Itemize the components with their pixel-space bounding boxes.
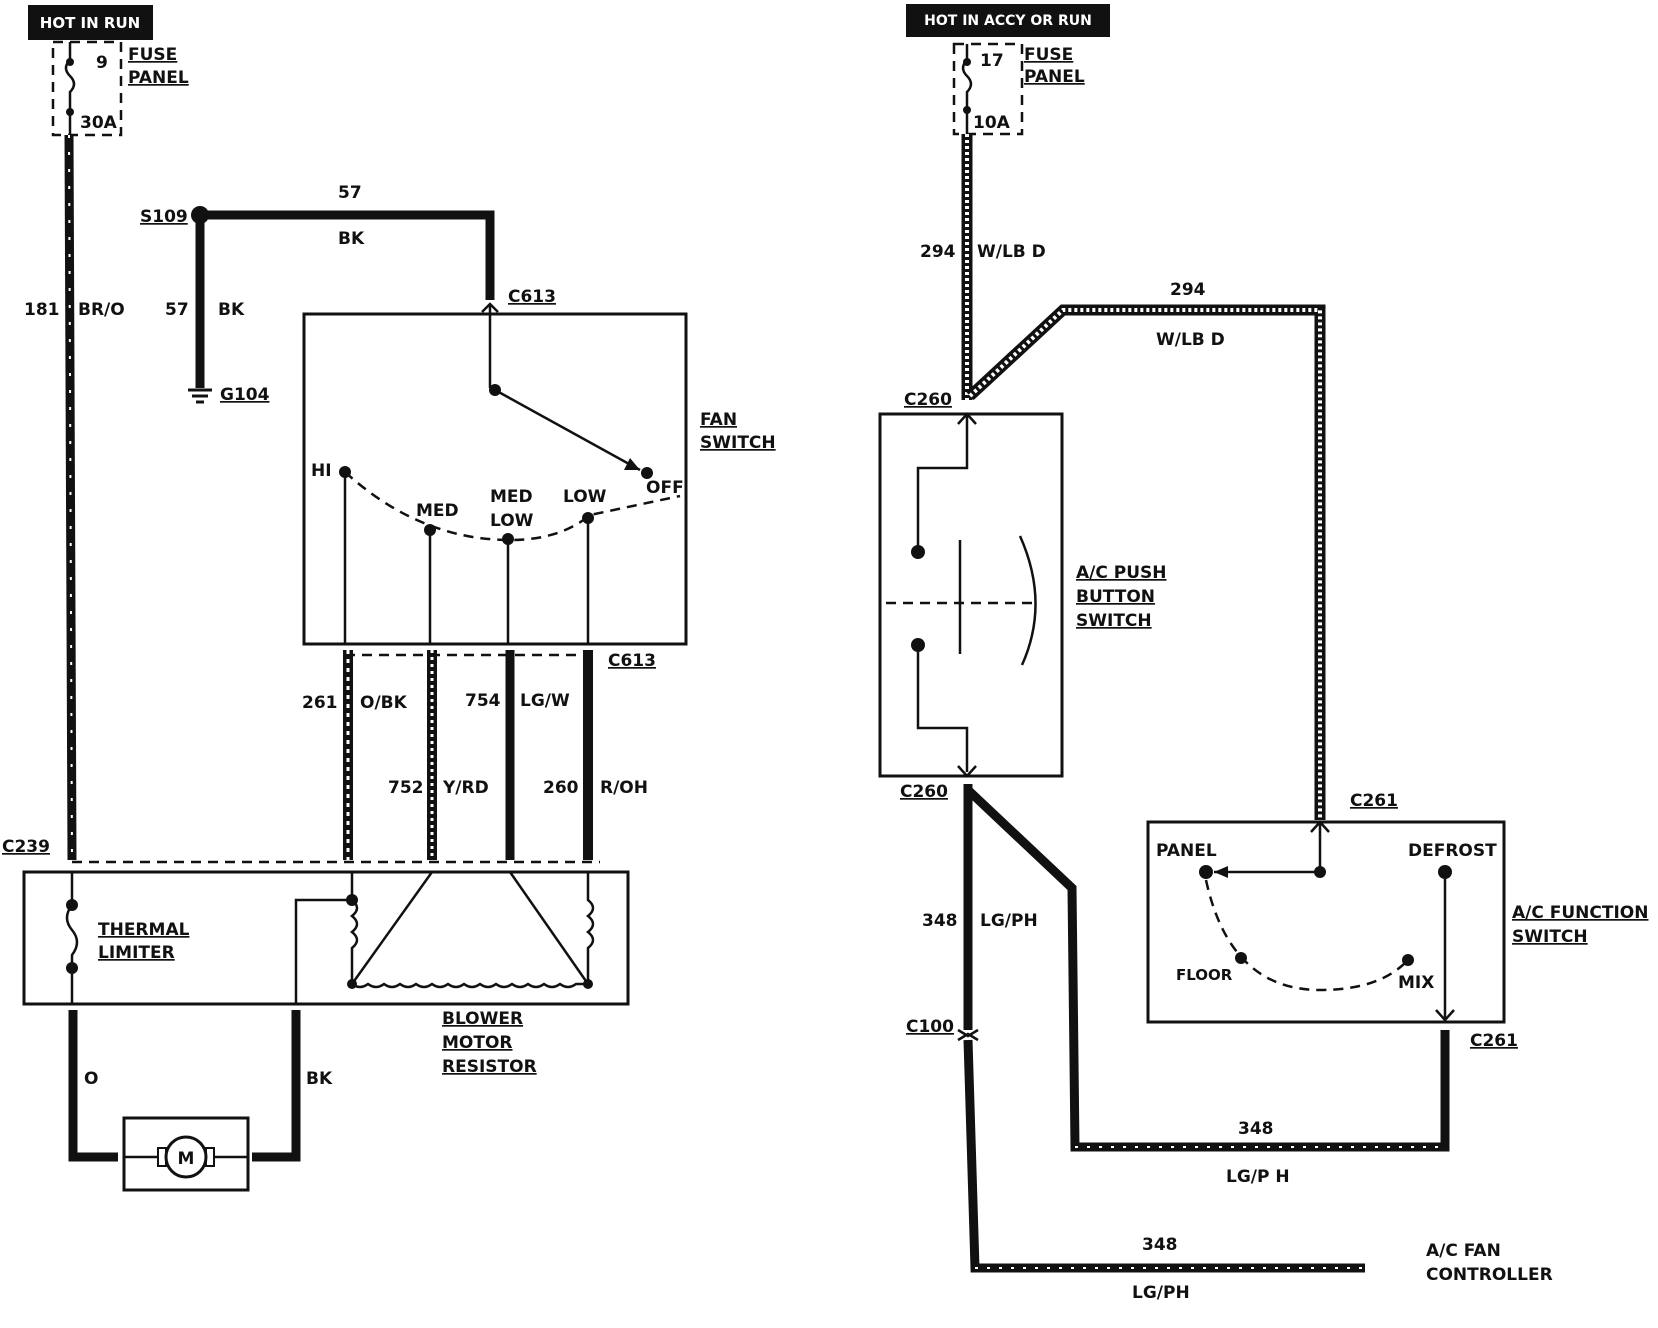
fan-pos-medlow-1: MED — [490, 487, 533, 507]
wire-348-mid-color: LG/P H — [1226, 1167, 1290, 1187]
hot-in-accy-label: HOT IN ACCY OR RUN — [924, 13, 1092, 29]
thermal-limiter-label-2: LIMITER — [98, 943, 175, 963]
hot-in-accy-label-box — [906, 4, 1110, 37]
wire-348-v-circuit: 348 — [922, 911, 958, 931]
motor-wire-bk-label: BK — [306, 1069, 333, 1089]
wire-181-color: BR/O — [78, 300, 125, 320]
hot-in-run-label: HOT IN RUN — [40, 14, 140, 32]
wire-348-mid-circuit: 348 — [1238, 1119, 1274, 1139]
blower-resistor-label-1: BLOWER — [442, 1009, 523, 1029]
blower-resistor-label-3: RESISTOR — [442, 1057, 537, 1077]
fan-switch-label-1: FAN — [700, 410, 737, 430]
wire-754-color: LG/W — [520, 691, 570, 711]
fuse-9-rating: 30A — [80, 113, 118, 133]
c261-bottom-label: C261 — [1470, 1031, 1518, 1051]
wire-754-circuit: 754 — [465, 691, 501, 711]
fan-switch-label-2: SWITCH — [700, 433, 776, 453]
fan-pos-hi: HI — [311, 461, 332, 481]
wire-57-ground-circuit: 57 — [165, 300, 189, 320]
fan-pos-med: MED — [416, 501, 459, 521]
ac-push-button-label-1: A/C PUSH — [1076, 563, 1167, 583]
ac-function-switch-box — [1146, 820, 1506, 1024]
blower-motor-circuit: HOT IN RUN 9 30A FUSE PANEL 181 BR/O S10… — [2, 5, 776, 1192]
wire-294-h-circuit: 294 — [1170, 280, 1206, 300]
c613-bottom-label: C613 — [608, 651, 656, 671]
motor-symbol: M — [178, 1149, 195, 1169]
fuse-9: 9 30A — [51, 40, 123, 137]
ac-function-switch-label-1: A/C FUNCTION — [1512, 903, 1648, 923]
fan-off-contact — [641, 467, 653, 479]
fan-switch-box — [302, 312, 688, 646]
ac-function-switch-label-2: SWITCH — [1512, 927, 1588, 947]
fuse-panel-label-left-2: PANEL — [128, 68, 189, 88]
motor-icon — [164, 1135, 208, 1179]
wire-181 — [64, 134, 77, 861]
wire-348-bottom-circuit: 348 — [1142, 1235, 1178, 1255]
wire-752-color: Y/RD — [442, 778, 489, 798]
function-floor: FLOOR — [1176, 966, 1233, 984]
wire-motor-bk — [252, 1010, 301, 1162]
ac-push-button-label-3: SWITCH — [1076, 611, 1152, 631]
wire-57-top-color: BK — [338, 229, 365, 249]
c239-label: C239 — [2, 837, 50, 857]
c260-bottom-label: C260 — [900, 782, 948, 802]
fuse-17-rating: 10A — [973, 113, 1011, 133]
wire-181-circuit: 181 — [24, 300, 60, 320]
function-defrost: DEFROST — [1408, 841, 1497, 861]
wire-261-color: O/BK — [360, 693, 408, 713]
ac-control-circuit: HOT IN ACCY OR RUN 17 10A FUSE PANEL 294… — [878, 4, 1648, 1303]
function-mix: MIX — [1398, 973, 1434, 993]
ground-g104: G104 — [220, 385, 270, 405]
fan-pos-off: OFF — [646, 478, 684, 498]
wire-294-v-color: W/LB D — [977, 242, 1046, 262]
fuse-panel-label-right-1: FUSE — [1024, 45, 1073, 65]
wire-260-color: R/OH — [600, 778, 648, 798]
wire-348-bottom — [963, 1039, 1365, 1273]
c261-top-label: C261 — [1350, 791, 1398, 811]
ac-push-button-label-2: BUTTON — [1076, 587, 1155, 607]
thermal-limiter-label-1: THERMAL — [98, 920, 190, 940]
ground-icon — [188, 388, 212, 404]
motor-wire-o-label: O — [84, 1069, 98, 1089]
wire-294-v-circuit: 294 — [920, 242, 956, 262]
ac-fan-controller-label-1: A/C FAN — [1426, 1241, 1501, 1261]
c100-label: C100 — [906, 1017, 954, 1037]
fuse-panel-label-left-1: FUSE — [128, 45, 177, 65]
wire-57-top — [200, 210, 495, 300]
wire-260-circuit: 260 — [543, 778, 579, 798]
ac-push-button-switch-box — [878, 412, 1064, 778]
wire-motor-o — [68, 1010, 118, 1162]
wire-57-ground-color: BK — [218, 300, 245, 320]
fuse-panel-label-right-2: PANEL — [1024, 67, 1085, 87]
blower-resistor-label-2: MOTOR — [442, 1033, 513, 1053]
wire-348-bottom-color: LG/PH — [1132, 1283, 1190, 1303]
c613-top-label: C613 — [508, 287, 556, 307]
fuse-17-number: 17 — [980, 51, 1004, 71]
fuse-17: 17 10A — [952, 42, 1024, 136]
wire-294-h-color: W/LB D — [1156, 330, 1225, 350]
splice-s109: S109 — [140, 207, 188, 227]
fan-pos-low: LOW — [563, 487, 607, 507]
wire-348-v-color: LG/PH — [980, 911, 1038, 931]
c260-top-label: C260 — [904, 390, 952, 410]
blower-motor-box — [122, 1116, 250, 1192]
function-panel: PANEL — [1156, 841, 1217, 861]
ac-fan-controller-label-2: CONTROLLER — [1426, 1265, 1553, 1285]
hot-in-run-label-box — [28, 5, 153, 40]
wire-57-top-circuit: 57 — [338, 183, 362, 203]
fan-pos-medlow-2: LOW — [490, 511, 534, 531]
blower-motor-resistor-box — [22, 870, 630, 1006]
wire-261-circuit: 261 — [302, 693, 338, 713]
fuse-9-number: 9 — [96, 53, 108, 73]
wire-752-circuit: 752 — [388, 778, 424, 798]
